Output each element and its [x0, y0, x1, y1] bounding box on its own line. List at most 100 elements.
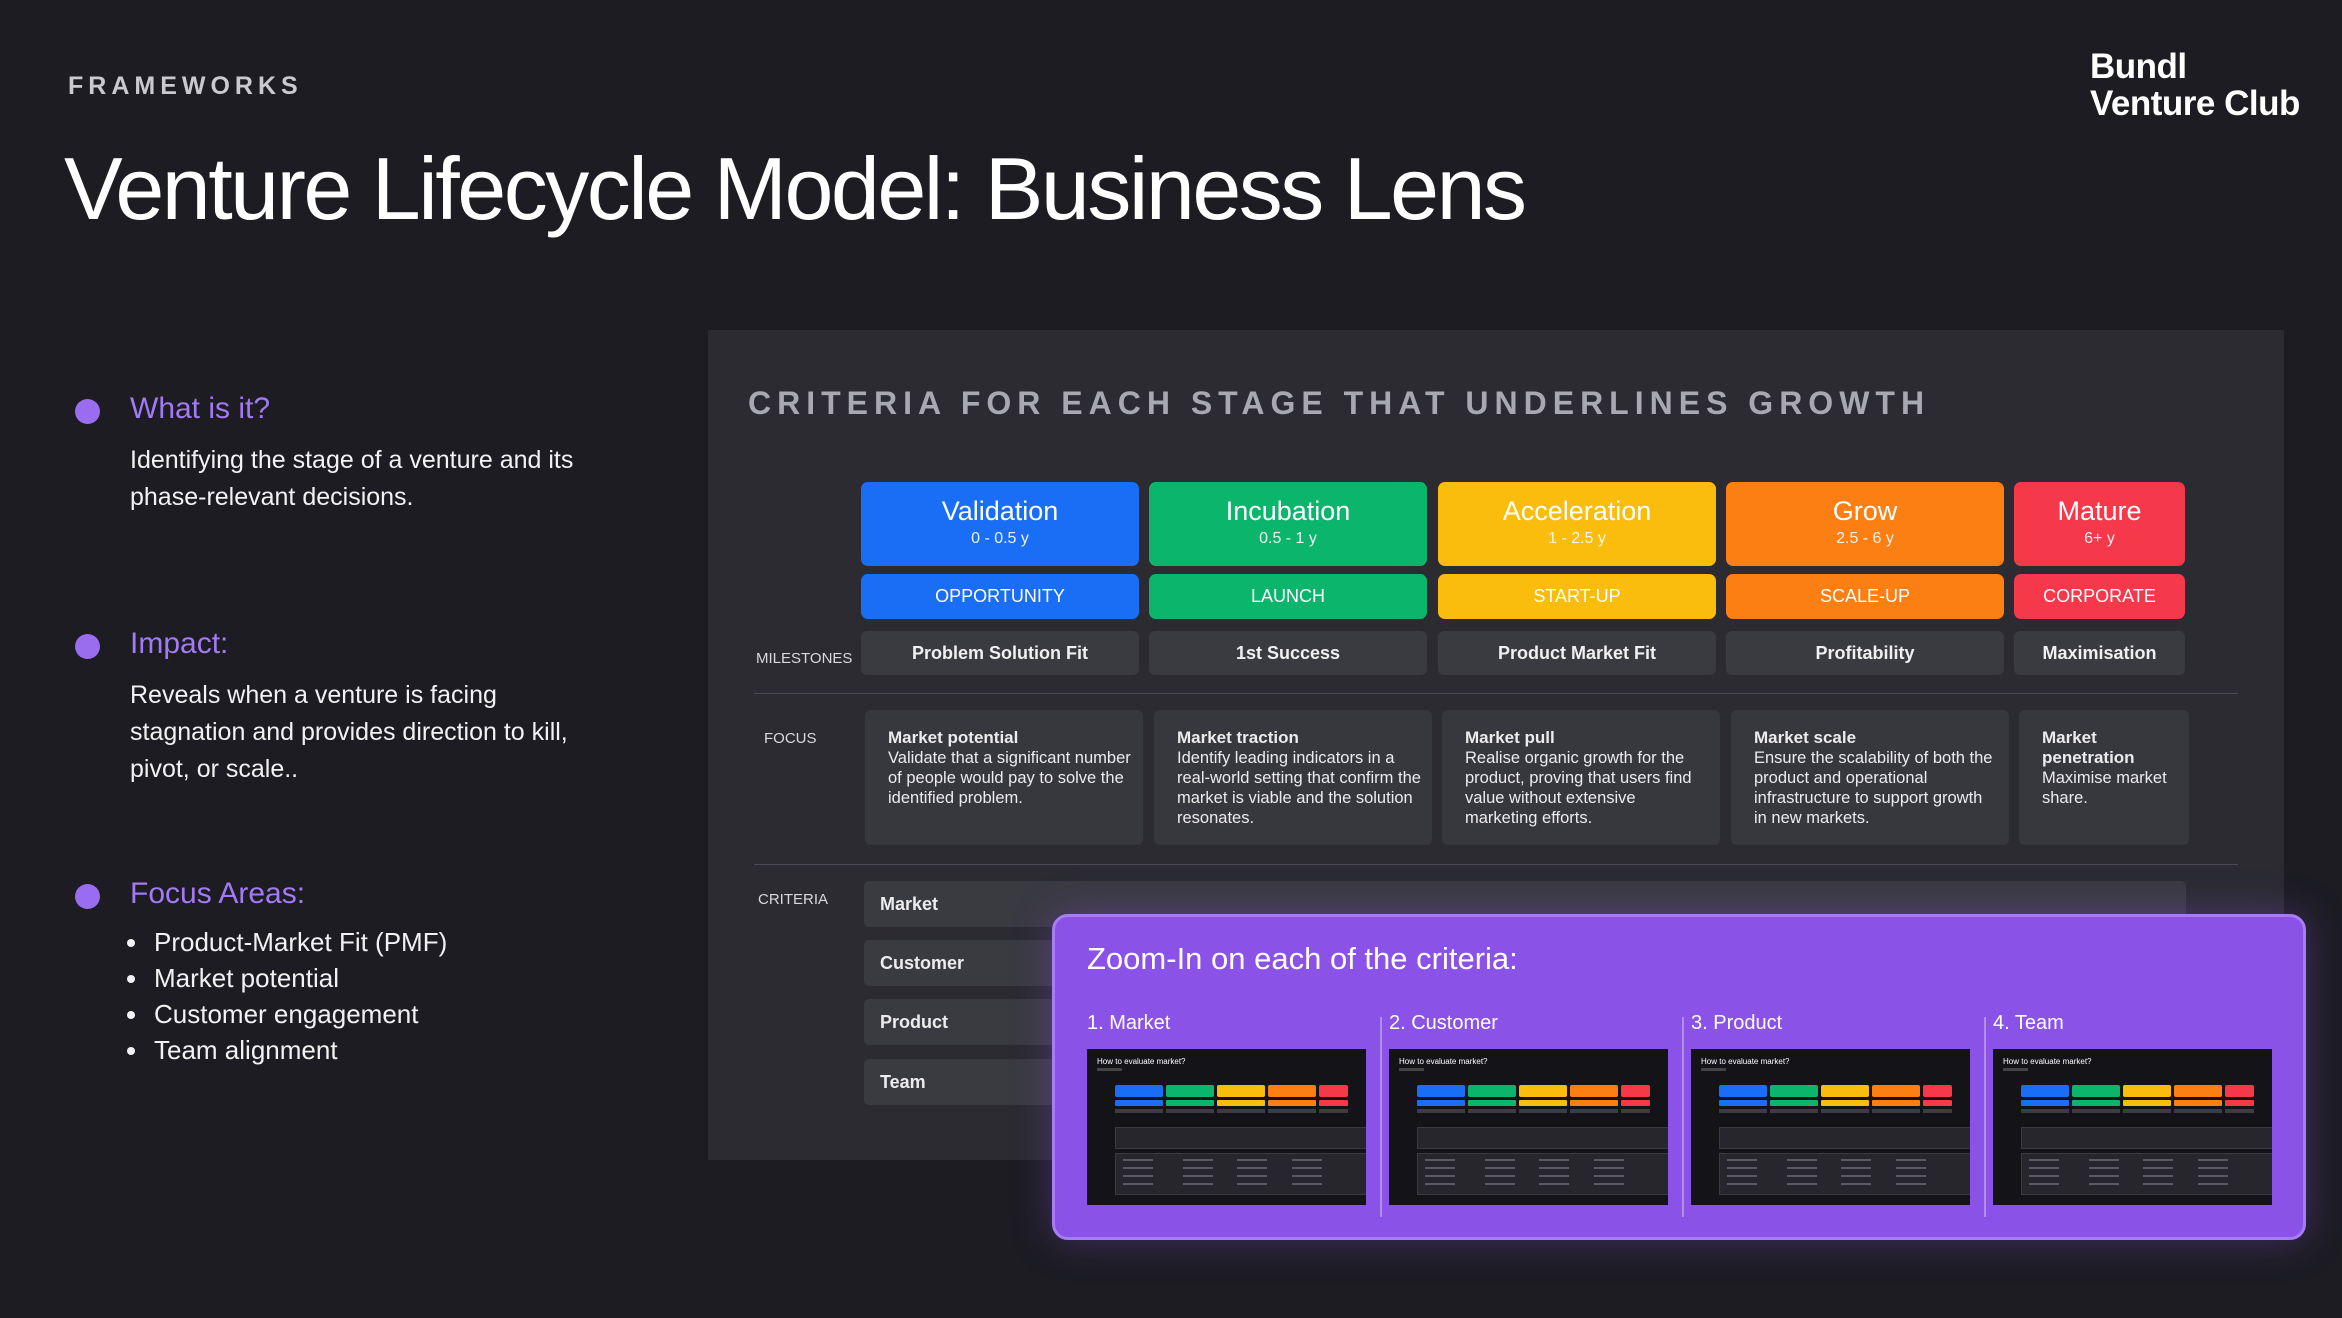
thumbnail-text-line	[2143, 1175, 2173, 1177]
thumbnail-text-line	[2029, 1159, 2059, 1161]
divider	[1984, 1017, 1986, 1217]
thumbnail-text-line	[1425, 1175, 1455, 1177]
thumbnail-milestone-cell	[1570, 1109, 1618, 1113]
thumbnail-text-line	[2089, 1159, 2119, 1161]
thumbnail-pill	[2003, 1068, 2028, 1071]
thumbnail-text-line	[2089, 1175, 2119, 1177]
thumbnail-text-line	[1237, 1183, 1267, 1185]
list-item: Customer engagement	[150, 996, 447, 1032]
stage-name: Grow	[1832, 496, 1898, 526]
thumbnail-text-line	[1237, 1159, 1267, 1161]
thumbnail-stage-cell	[2225, 1085, 2254, 1097]
zoom-item-label: 4. Team	[1993, 1012, 2064, 1034]
criteria-panel: CRITERIA FOR EACH STAGE THAT UNDERLINES …	[708, 330, 2284, 1160]
thumbnail-text-line	[1727, 1183, 1757, 1185]
thumbnail-pill	[1701, 1068, 1726, 1071]
milestone-cell: 1st Success	[1149, 631, 1427, 675]
thumbnail-title: How to evaluate market?	[1701, 1057, 1790, 1066]
thumbnail-stage-cell	[2021, 1085, 2069, 1097]
thumbnail-phase-cell	[1923, 1100, 1952, 1106]
thumbnail-text-line	[1787, 1175, 1817, 1177]
row-label-criteria: CRITERIA	[758, 891, 829, 908]
thumbnail-phase-cell	[1872, 1100, 1920, 1106]
thumbnail-text-line	[1425, 1183, 1455, 1185]
thumbnail-text-line	[1594, 1183, 1624, 1185]
divider	[1380, 1017, 1382, 1217]
thumbnail-stage-cell	[1719, 1085, 1767, 1097]
thumbnail-text-line	[2198, 1167, 2228, 1169]
brand-logo: Bundl Venture Club	[2090, 48, 2300, 122]
milestone-cell: Problem Solution Fit	[861, 631, 1139, 675]
stage-validation: Validation 0 - 0.5 y	[861, 482, 1139, 566]
thumbnail-text-line	[1896, 1183, 1926, 1185]
phase-opportunity: OPPORTUNITY	[861, 574, 1139, 619]
thumbnail-text-line	[1237, 1167, 1267, 1169]
thumbnail-phase-cell	[1468, 1100, 1516, 1106]
thumbnail-phase-cell	[1268, 1100, 1316, 1106]
stage-range: 6+ y	[2084, 530, 2115, 547]
divider	[1682, 1017, 1684, 1217]
section-body-what: Identifying the stage of a venture and i…	[130, 446, 574, 511]
section-body-impact: Reveals when a venture is facing stagnat…	[130, 681, 568, 783]
thumbnail-text-line	[1727, 1167, 1757, 1169]
row-label-milestones: MILESTONES	[756, 650, 853, 667]
thumbnail-text-line	[1727, 1159, 1757, 1161]
stage-mature: Mature 6+ y	[2014, 482, 2185, 566]
milestone-cell: Profitability	[1726, 631, 2004, 675]
thumbnail-text-line	[2029, 1183, 2059, 1185]
brand-line-2: Venture Club	[2090, 84, 2300, 123]
focus-card: Market traction Identify leading indicat…	[1154, 710, 1432, 845]
focus-text: Maximise market share.	[2042, 769, 2167, 807]
thumbnail-preview[interactable]: How to evaluate market?	[1087, 1049, 1366, 1205]
brand-line-1: Bundl	[2090, 47, 2187, 86]
focus-card: Market potential Validate that a signifi…	[865, 710, 1143, 845]
thumbnail-text-line	[1896, 1159, 1926, 1161]
thumbnail-phase-cell	[1519, 1100, 1567, 1106]
thumbnail-text-line	[1123, 1167, 1153, 1169]
section-heading-impact: Impact:	[130, 627, 229, 660]
thumbnail-text-line	[1123, 1175, 1153, 1177]
thumbnail-preview[interactable]: How to evaluate market?	[1389, 1049, 1668, 1205]
zoom-item-label: 3. Product	[1691, 1012, 1783, 1034]
thumbnail-text-line	[2089, 1183, 2119, 1185]
stage-grow: Grow 2.5 - 6 y	[1726, 482, 2004, 566]
thumbnail-criteria-box	[1115, 1127, 1366, 1149]
stage-name: Incubation	[1225, 496, 1351, 526]
stage-range: 2.5 - 6 y	[1836, 530, 1894, 547]
milestone-cell: Product Market Fit	[1438, 631, 1716, 675]
thumbnail-text-line	[1183, 1167, 1213, 1169]
thumbnail-stage-cell	[1468, 1085, 1516, 1097]
thumbnail-text-line	[1727, 1175, 1757, 1177]
thumbnail-preview[interactable]: How to evaluate market?	[1993, 1049, 2272, 1205]
phase-launch: LAUNCH	[1149, 574, 1427, 619]
thumbnail-text-line	[1485, 1159, 1515, 1161]
stage-name: Mature	[2057, 496, 2142, 526]
list-item: Product-Market Fit (PMF)	[150, 924, 447, 960]
thumbnail-text-line	[1292, 1183, 1322, 1185]
thumbnail-text-line	[1841, 1175, 1871, 1177]
thumbnail-milestone-cell	[2072, 1109, 2120, 1113]
thumbnail-text-line	[1183, 1183, 1213, 1185]
thumbnail-stage-cell	[1319, 1085, 1348, 1097]
thumbnail-milestone-cell	[1319, 1109, 1348, 1113]
thumbnail-criteria-box	[2021, 1127, 2272, 1149]
thumbnail-text-line	[1292, 1159, 1322, 1161]
thumbnail-text-line	[1292, 1167, 1322, 1169]
thumbnail-text-line	[1896, 1175, 1926, 1177]
phase-corporate: CORPORATE	[2014, 574, 2185, 619]
thumbnail-stage-cell	[1519, 1085, 1567, 1097]
thumbnail-milestone-cell	[1770, 1109, 1818, 1113]
thumbnail-text-line	[1594, 1167, 1624, 1169]
thumbnail-phase-cell	[1217, 1100, 1265, 1106]
thumbnail-phase-cell	[2072, 1100, 2120, 1106]
thumbnail-preview[interactable]: How to evaluate market?	[1691, 1049, 1970, 1205]
section-heading-focus: Focus Areas:	[130, 877, 306, 910]
thumbnail-pill	[1097, 1068, 1122, 1071]
thumbnail-stage-cell	[1417, 1085, 1465, 1097]
stage-incubation: Incubation 0.5 - 1 y	[1149, 482, 1427, 566]
thumbnail-text-line	[2029, 1175, 2059, 1177]
